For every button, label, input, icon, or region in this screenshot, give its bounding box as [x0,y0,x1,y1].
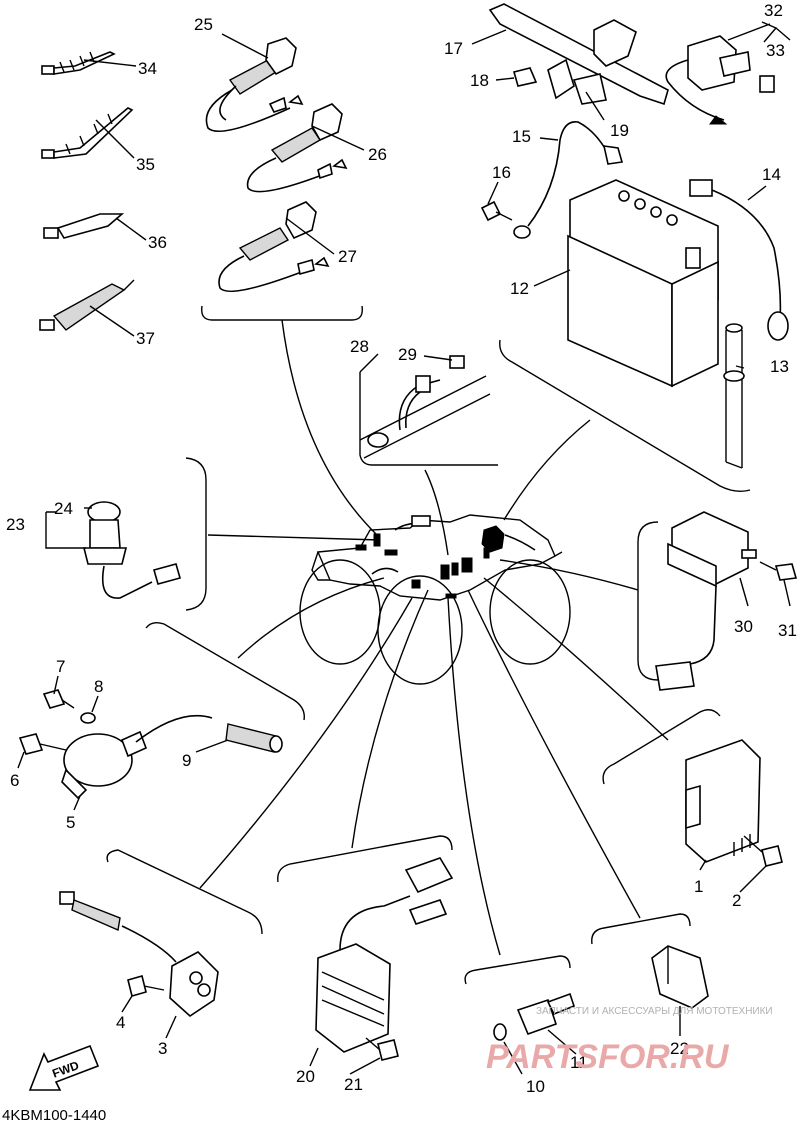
bolt-16 [480,200,513,222]
fuse-33 [759,75,775,93]
callout-29: 29 [398,345,417,364]
callout-7: 7 [56,657,65,676]
wire-band-37 [39,279,135,331]
plug-cap-26 [246,103,348,193]
callout-21: 21 [344,1075,363,1094]
unit-1 [685,739,761,863]
callout-14: 14 [762,165,781,184]
bolt-6 [18,733,67,755]
relay-32 [665,35,751,125]
callout-28: 28 [350,337,369,356]
wire-harness-28 [359,355,491,459]
vehicle-frame-sketch [299,514,571,685]
wire-clamp-36 [43,213,125,239]
watermark-brand: PARTSFOR.RU [486,1038,730,1076]
callout-36: 36 [148,233,167,252]
pickup-3 [59,891,219,1018]
callout-9: 9 [182,751,191,770]
bolt-7 [42,689,75,709]
callout-2: 2 [732,891,741,910]
callout-19: 19 [610,121,629,140]
breather-hose-13 [723,323,745,469]
callout-4: 4 [116,1013,125,1032]
callout-5: 5 [66,813,75,832]
sensor-11 [516,992,575,1036]
callout-33: 33 [766,41,785,60]
cable-band-34 [41,51,116,75]
battery-lead-14 [689,179,789,341]
group-brackets [106,305,751,985]
nut-18 [513,67,538,87]
bolt-4 [127,975,165,997]
washer-8 [80,712,96,724]
callout-25: 25 [194,15,213,34]
plug-cap-27 [218,201,330,293]
drawing-code: 4KBM100-1440 [2,1107,106,1124]
cable-band-35 [41,107,134,159]
leader-lines [199,319,669,956]
callout-31: 31 [778,621,797,640]
bolt-21 [365,1037,399,1061]
ignition-coil-5 [61,714,213,800]
callout-10: 10 [526,1077,545,1096]
callout-37: 37 [136,329,155,348]
callout-20: 20 [296,1067,315,1086]
callout-leaders [17,21,791,1075]
callout-17: 17 [444,39,463,58]
regulator-20 [315,857,454,1053]
callout-labels: 1 2 3 4 5 6 7 8 9 10 11 12 13 14 15 16 1… [6,1,797,1096]
callout-32: 32 [764,1,783,20]
callout-8: 8 [94,677,103,696]
callout-27: 27 [338,247,357,266]
callout-1: 1 [694,877,703,896]
cover-22 [651,945,709,1009]
callout-23: 23 [6,515,25,534]
main-switch-23 [82,501,181,599]
plug-cap-25 [205,37,304,133]
callout-15: 15 [512,127,531,146]
battery-lead-15 [513,121,624,239]
callout-13: 13 [770,357,789,376]
plug-cap-9 [225,723,283,753]
bracket-17 [488,3,669,106]
unit-30 [655,511,757,691]
battery-12 [567,179,719,388]
callout-18: 18 [470,71,489,90]
callout-3: 3 [158,1039,167,1058]
callout-26: 26 [368,145,387,164]
washer-10 [493,1023,507,1041]
callout-35: 35 [136,155,155,174]
callout-30: 30 [734,617,753,636]
bolt-31 [759,561,798,581]
callout-24: 24 [54,499,73,518]
callout-22: 22 [670,1039,689,1058]
forward-arrow-icon: FWD [28,1044,100,1091]
callout-6: 6 [10,771,19,790]
callout-11: 11 [570,1053,588,1072]
callout-16: 16 [492,163,511,182]
callout-34: 34 [138,59,157,78]
callout-12: 12 [510,279,529,298]
watermark: ЗАПЧАСТИ И АКСЕССУАРЫ ДЛЯ МОТОТЕХНИКИ PA… [486,1006,773,1076]
watermark-caption: ЗАПЧАСТИ И АКСЕССУАРЫ ДЛЯ МОТОТЕХНИКИ [536,1006,773,1017]
bolt-2 [743,835,783,867]
